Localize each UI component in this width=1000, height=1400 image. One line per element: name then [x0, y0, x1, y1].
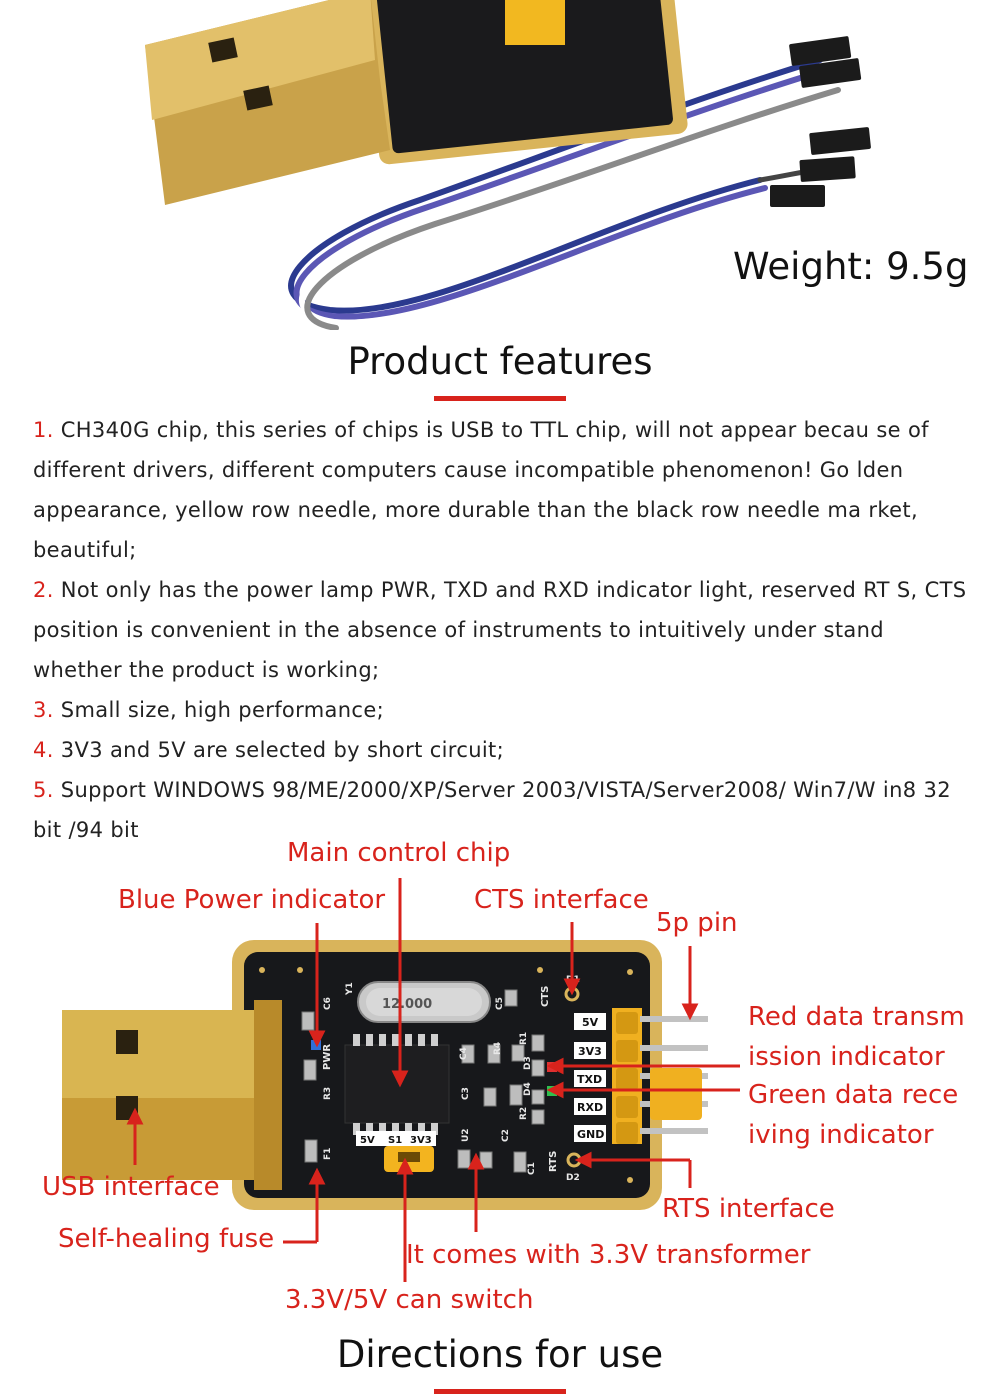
silk-crystal: 12.000: [382, 997, 432, 1012]
callout-fuse: Self-healing fuse: [58, 1224, 275, 1254]
feature-text: 3V3 and 5V are selected by short circuit…: [60, 738, 505, 762]
feature-item: 5. Support WINDOWS 98/ME/2000/XP/Server …: [33, 770, 973, 850]
feature-item: 4. 3V3 and 5V are selected by short circ…: [33, 730, 973, 770]
callout-5p-pin: 5p pin: [656, 908, 738, 938]
feature-item: 3. Small size, high performance;: [33, 690, 973, 730]
dupont-connectors: [770, 36, 871, 207]
callout-lines: [126, 878, 740, 1282]
silk-ref: D2: [566, 1173, 580, 1183]
silk-jumper-s1: S1: [388, 1135, 402, 1146]
feature-item: 2. Not only has the power lamp PWR, TXD …: [33, 570, 973, 690]
product-photo: [145, 0, 871, 330]
silk-ref: D4: [523, 1082, 533, 1096]
silk-pwr: PWR: [322, 1044, 333, 1070]
silk-ref: D3: [523, 1056, 533, 1070]
silk-ref: R4: [493, 1042, 503, 1055]
silk-ref: C2: [501, 1129, 511, 1142]
silk-ref: R2: [519, 1107, 529, 1120]
callout-usb: USB interface: [42, 1172, 220, 1202]
feature-item: 1. CH340G chip, this series of chips is …: [33, 410, 973, 570]
silk-ref: C5: [495, 997, 505, 1010]
silk-ref: U2: [461, 1128, 471, 1142]
callout-red-data-2: ission indicator: [748, 1042, 945, 1072]
silk-ref: R3: [323, 1087, 333, 1100]
silk-ref: C4: [459, 1047, 469, 1060]
callout-switch: 3.3V/5V can switch: [285, 1285, 534, 1315]
silk-jumper-5v: 5V: [360, 1135, 375, 1146]
feature-number: 1.: [33, 418, 54, 442]
callout-green-data-2: iving indicator: [748, 1120, 934, 1150]
section-title-features: Product features: [347, 340, 653, 383]
silk-pin-label: 5V: [582, 1016, 599, 1029]
title-underline: [434, 1389, 566, 1394]
silk-pin-label: GND: [577, 1128, 604, 1141]
feature-number: 2.: [33, 578, 54, 602]
callout-green-data-1: Green data rece: [748, 1080, 959, 1110]
feature-text: CH340G chip, this series of chips is USB…: [33, 418, 929, 562]
feature-list: 1. CH340G chip, this series of chips is …: [33, 410, 973, 850]
feature-text: Support WINDOWS 98/ME/2000/XP/Server 200…: [33, 778, 951, 842]
title-underline: [434, 396, 566, 401]
main-chip: [344, 1044, 450, 1124]
callout-main-chip: Main control chip: [287, 838, 511, 868]
silk-pin-label: 3V3: [578, 1045, 602, 1058]
callout-blue-power: Blue Power indicator: [118, 885, 386, 915]
silk-ref: R1: [519, 1032, 529, 1045]
callout-rts: RTS interface: [662, 1194, 835, 1224]
feature-number: 5.: [33, 778, 54, 802]
usb-plug-photo: [145, 0, 390, 205]
silk-ref: Y1: [345, 982, 355, 996]
silk-ref: C3: [461, 1087, 471, 1100]
section-title-directions: Directions for use: [336, 1333, 664, 1376]
weight-label: Weight: 9.5g: [733, 245, 969, 288]
usb-plug-diagram: [62, 1000, 282, 1190]
silk-jumper-3v3: 3V3: [410, 1135, 432, 1146]
jumper-yellow: [505, 0, 565, 45]
feature-number: 4.: [33, 738, 54, 762]
silk-ref: C1: [527, 1162, 537, 1175]
silk-rts: RTS: [548, 1151, 559, 1172]
feature-text: Small size, high performance;: [60, 698, 385, 722]
silk-ref: C6: [323, 997, 333, 1010]
callout-red-data-1: Red data transm: [748, 1002, 965, 1032]
callout-transformer: It comes with 3.3V transformer: [406, 1240, 811, 1270]
feature-number: 3.: [33, 698, 54, 722]
silk-pin-label: TXD: [577, 1073, 602, 1086]
silk-cts: CTS: [540, 986, 551, 1007]
callout-cts: CTS interface: [474, 885, 649, 915]
silk-ref: F1: [323, 1148, 333, 1160]
feature-text: Not only has the power lamp PWR, TXD and…: [33, 578, 967, 682]
pin-header: [612, 1008, 708, 1144]
silk-pin-label: RXD: [577, 1101, 603, 1114]
